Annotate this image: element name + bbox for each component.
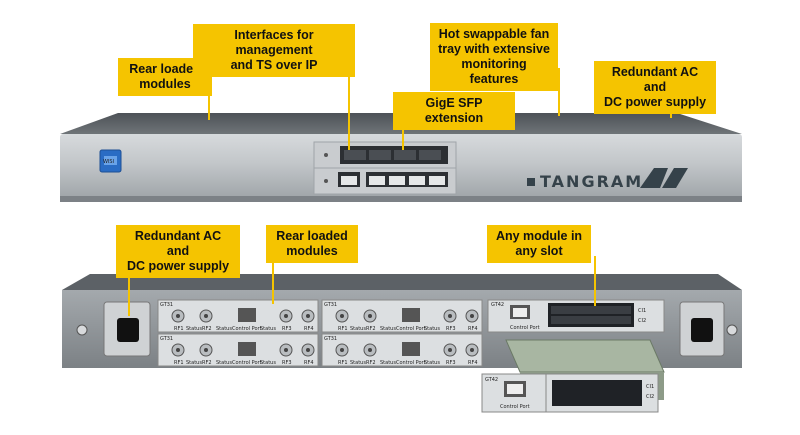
module-name: GT31	[160, 336, 173, 342]
ethernet-ports	[338, 172, 448, 187]
port-label: RF4	[304, 326, 314, 332]
module-name: GT42	[485, 377, 498, 383]
port-label: RF1	[338, 360, 348, 366]
port-label: Status	[186, 360, 202, 366]
module-name: GT31	[324, 302, 337, 308]
callout-gige-sfp: GigE SFP extension	[393, 92, 515, 130]
port-label: RF1	[174, 326, 184, 332]
port-label: Status	[380, 326, 396, 332]
port-label: Control Port	[510, 325, 540, 331]
port-label: Status	[216, 360, 232, 366]
control-port-jack	[402, 342, 420, 356]
callout-interfaces: Interfaces for management and TS over IP	[193, 24, 355, 77]
rf-connector-pin	[368, 314, 372, 318]
port-label: RF2	[202, 326, 212, 332]
port-label: RF4	[304, 360, 314, 366]
port-label: RF2	[202, 360, 212, 366]
callout-any-module: Any module in any slot	[487, 225, 591, 263]
slot-label: CI2	[638, 318, 646, 324]
rf-connector-pin	[176, 314, 180, 318]
callout-pointer	[348, 58, 350, 150]
brand-name: TANGRAM	[540, 172, 644, 191]
port-label: RF1	[174, 360, 184, 366]
port-label: Control Port	[232, 360, 262, 366]
port-label: RF4	[468, 360, 478, 366]
control-port-jack	[402, 308, 420, 322]
port-label: RF3	[446, 360, 456, 366]
port-label: RF3	[282, 326, 292, 332]
logo-badge-text: WISI	[103, 159, 114, 165]
slot-label: CI1	[646, 384, 654, 390]
port-label: RF4	[468, 326, 478, 332]
rf-connector-pin	[448, 314, 452, 318]
port-label: Status	[350, 326, 366, 332]
slot-label: CI1	[638, 308, 646, 314]
port-label: Status	[424, 360, 440, 366]
callout-pointer	[558, 68, 560, 116]
port-label: Status	[260, 360, 276, 366]
module-name: GT42	[491, 302, 504, 308]
rf-connector-pin	[284, 348, 288, 352]
slot-label: CI2	[646, 394, 654, 400]
control-port-jack	[238, 308, 256, 322]
port-label: Status	[216, 326, 232, 332]
port-label: RF3	[282, 360, 292, 366]
brand-logo-mark	[640, 168, 688, 188]
callout-fan-tray: Hot swappable fan tray with extensive mo…	[430, 23, 558, 91]
rf-connector-pin	[176, 348, 180, 352]
rf-connector-pin	[470, 314, 474, 318]
port-label: Control Port	[396, 360, 426, 366]
front-chassis-illustration: WISI	[60, 113, 742, 202]
logo-badge	[99, 149, 122, 173]
rf-connector-pin	[204, 348, 208, 352]
callout-pointer	[594, 256, 596, 306]
module-name: GT31	[160, 302, 173, 308]
rf-connector-pin	[204, 314, 208, 318]
rf-connector-pin	[306, 348, 310, 352]
left-power-supply	[76, 301, 151, 357]
rf-connector-pin	[340, 314, 344, 318]
port-label: RF2	[366, 360, 376, 366]
callout-pointer	[272, 256, 274, 304]
rf-connector-pin	[340, 348, 344, 352]
port-label: RF2	[366, 326, 376, 332]
callout-pointer	[128, 256, 130, 316]
callout-redundant-power-rear: Redundant AC and DC power supply	[116, 225, 240, 278]
rf-connector-pin	[448, 348, 452, 352]
port-label: Status	[424, 326, 440, 332]
port-label: Status	[380, 360, 396, 366]
right-power-supply	[679, 301, 738, 357]
port-label: Status	[260, 326, 276, 332]
rf-connector-pin	[470, 348, 474, 352]
port-label: Status	[350, 360, 366, 366]
rf-connector-pin	[306, 314, 310, 318]
port-label: Status	[186, 326, 202, 332]
port-label: RF3	[446, 326, 456, 332]
sfp-ports	[340, 146, 448, 164]
port-label: Control Port	[396, 326, 426, 332]
control-port-jack	[238, 342, 256, 356]
callout-redundant-power: Redundant AC and DC power supply	[594, 61, 716, 114]
rf-connector-pin	[284, 314, 288, 318]
port-label: RF1	[338, 326, 348, 332]
module-name: GT31	[324, 336, 337, 342]
rf-connector-pin	[368, 348, 372, 352]
callout-pointer	[208, 86, 210, 120]
port-label: Control Port	[232, 326, 262, 332]
port-label: Control Port	[500, 404, 530, 410]
callout-rear-loaded-modules-rear: Rear loaded modules	[266, 225, 358, 263]
